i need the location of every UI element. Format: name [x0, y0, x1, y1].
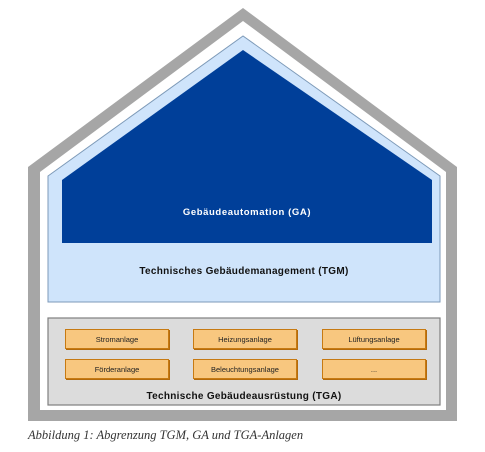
tga-item-ellipsis: ...	[322, 359, 426, 379]
tga-label: Technische Gebäudeausrüstung (TGA)	[146, 391, 342, 402]
tga-item-heizungsanlage: Heizungsanlage	[193, 329, 297, 349]
tga-item-foerderanlage: Förderanlage	[65, 359, 169, 379]
tgm-label: Technisches Gebäudemanagement (TGM)	[139, 266, 349, 277]
figure-caption: Abbildung 1: Abgrenzung TGM, GA und TGA-…	[28, 428, 304, 442]
tga-item-stromanlage: Stromanlage	[65, 329, 169, 349]
tga-item-lueftungsanlage: Lüftungsanlage	[322, 329, 426, 349]
tga-item-beleuchtungsanlage: Beleuchtungsanlage	[193, 359, 297, 379]
ga-label: Gebäudeautomation (GA)	[182, 207, 312, 218]
ga-region	[62, 50, 432, 243]
house-diagram	[28, 8, 457, 421]
